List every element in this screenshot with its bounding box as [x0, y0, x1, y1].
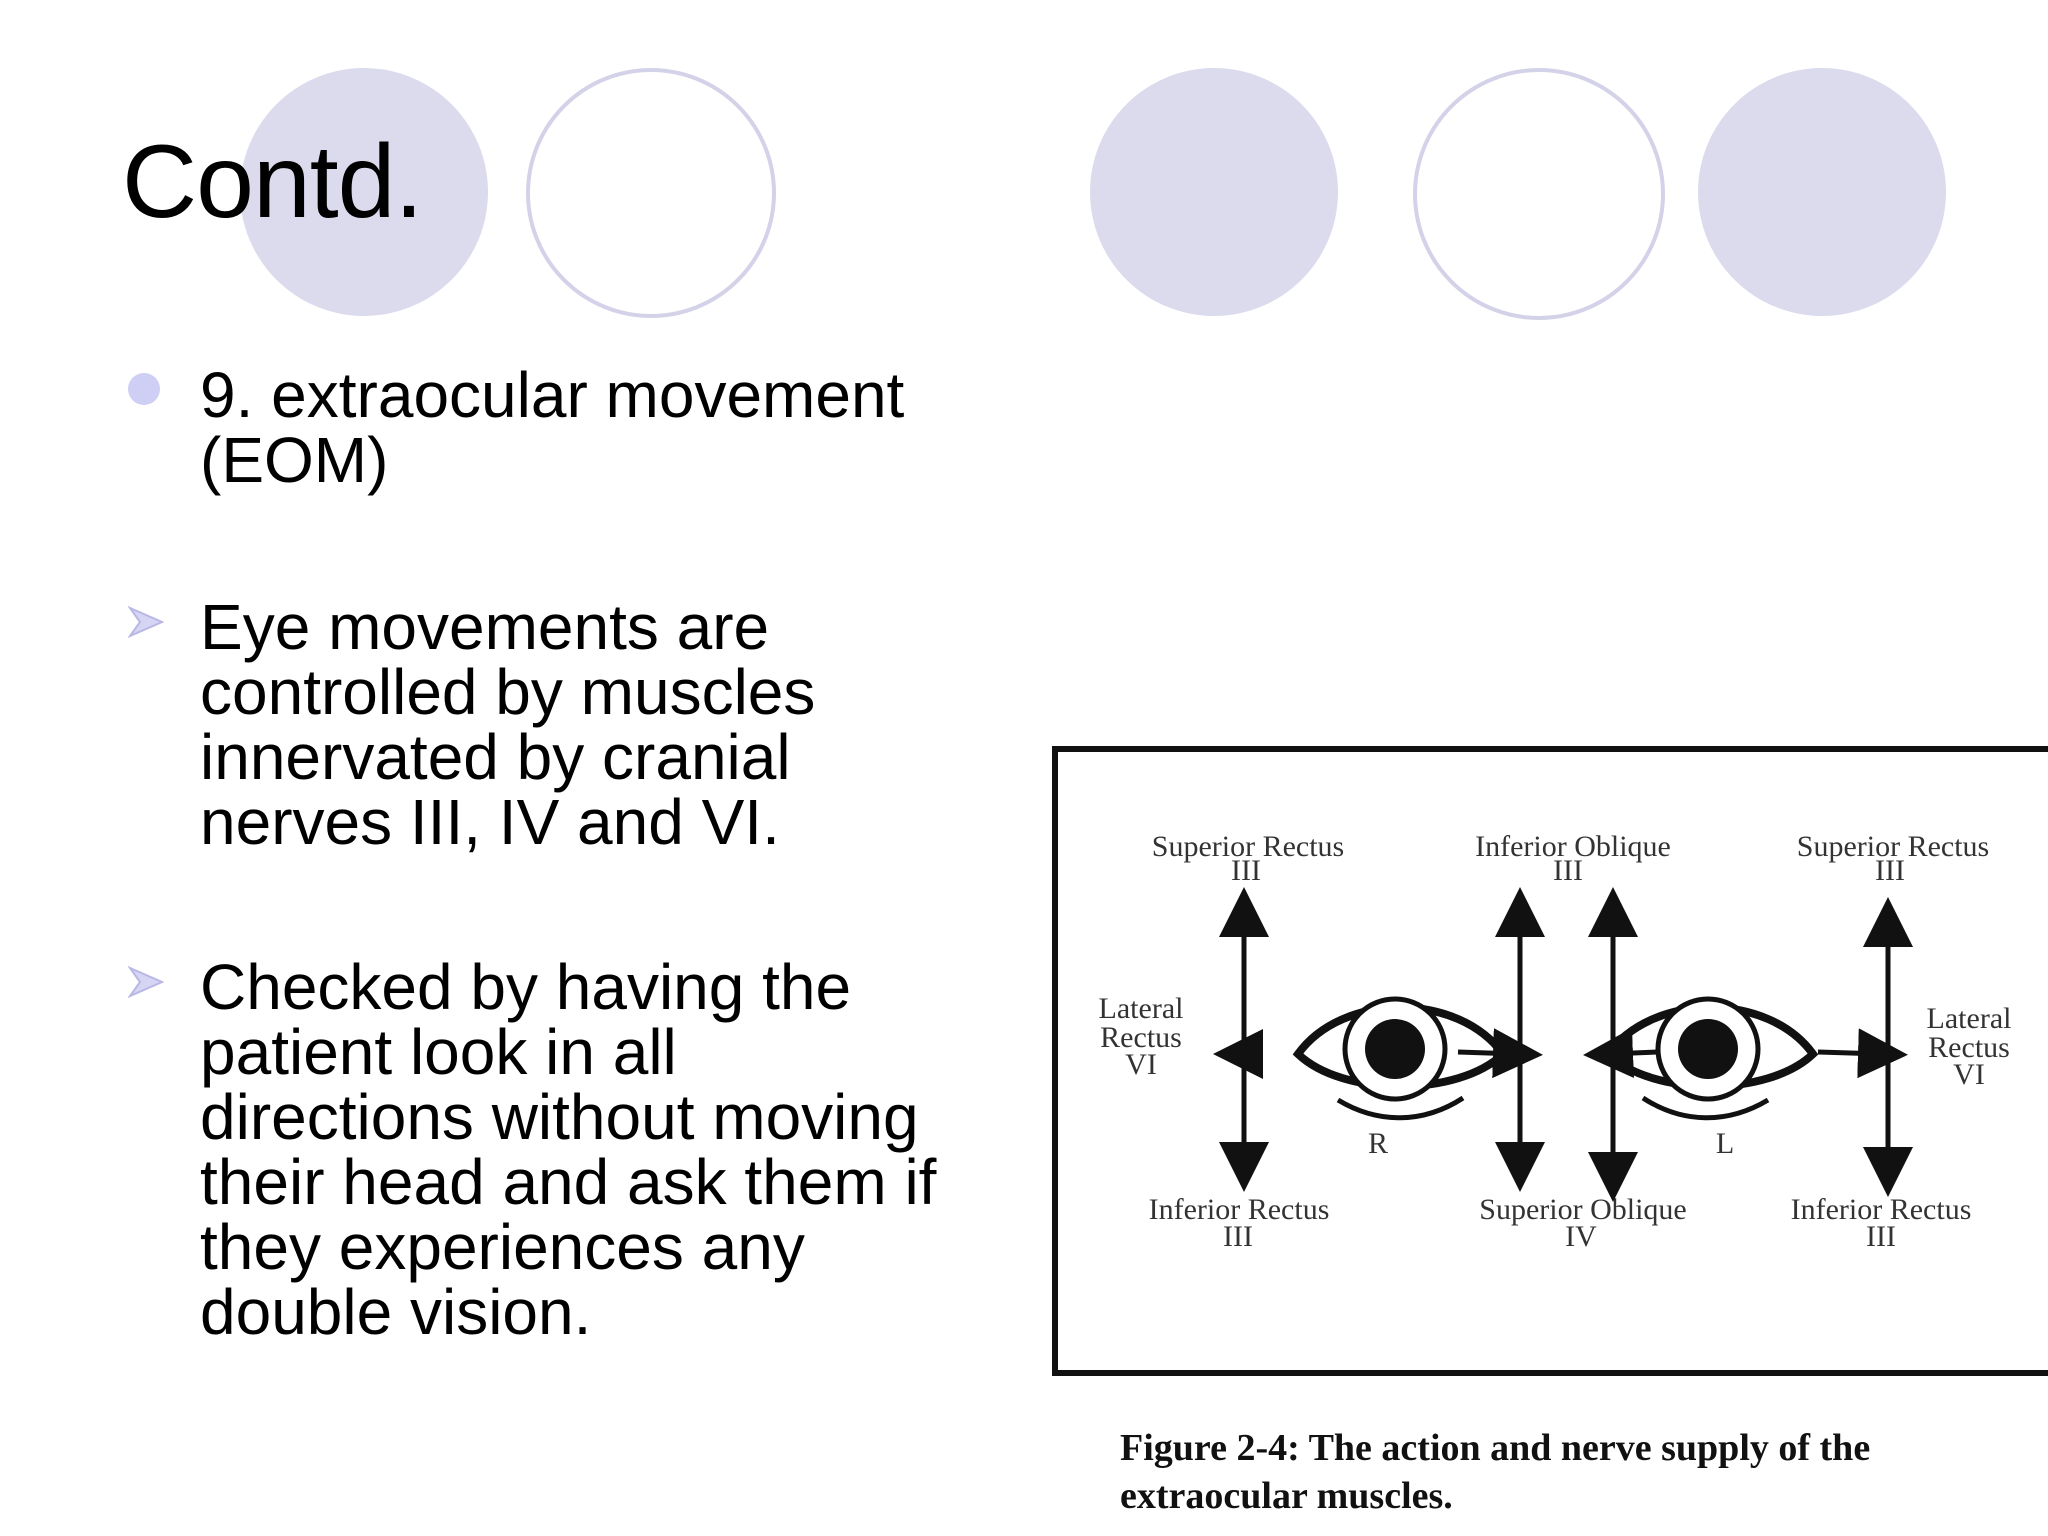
nerve-label: III: [1875, 854, 1905, 887]
label-eye-left: L: [1716, 1127, 1734, 1160]
decor-circle-ring: [1413, 68, 1665, 320]
label-lateral-rectus-right: Rectus: [1928, 1031, 2010, 1064]
arrow-icon: [128, 606, 164, 638]
nerve-label: VI: [1953, 1058, 1985, 1091]
label-lateral-rectus-left: Rectus: [1100, 1021, 1182, 1054]
decor-circle-ring: [526, 68, 776, 318]
arrow-mr-left: [1583, 1028, 1659, 1078]
decor-circle-filled: [1698, 68, 1946, 316]
label-superior-rectus-left: Superior Rectus: [1152, 830, 1344, 863]
eom-figure: Superior Rectus III Inferior Oblique III…: [1052, 746, 2048, 1376]
arrow-lr-right: [1817, 1028, 1908, 1079]
label-superior-rectus-right: Superior Rectus: [1797, 830, 1989, 863]
nerve-label: III: [1231, 854, 1261, 887]
dot-icon: [128, 373, 160, 405]
eye-right-drawing: [1292, 996, 1509, 1121]
arrow-icon: [128, 966, 164, 998]
decor-circle-filled: [1090, 68, 1338, 316]
arrow-group: [1213, 887, 1913, 1202]
nerve-label: III: [1866, 1220, 1896, 1253]
label-inferior-rectus-right: Inferior Rectus: [1791, 1193, 1972, 1226]
bullet-text: Eye movements are controlled by muscles …: [200, 591, 816, 858]
decor-circle-filled: [240, 68, 488, 316]
label-lateral-rectus-left: Lateral: [1099, 992, 1184, 1025]
eom-diagram: Superior Rectus III Inferior Oblique III…: [1099, 830, 2012, 1253]
label-lateral-rectus-right: Lateral: [1927, 1002, 2012, 1035]
label-eye-right: R: [1368, 1127, 1388, 1160]
nerve-label: III: [1223, 1220, 1253, 1253]
slide-title: Contd.: [122, 124, 423, 240]
label-inferior-rectus-left: Inferior Rectus: [1149, 1193, 1330, 1226]
nerve-label: III: [1553, 854, 1583, 887]
bullet-text: Checked by having the patient look in al…: [200, 951, 937, 1348]
figure-caption: Figure 2-4: The action and nerve supply …: [1120, 1427, 1871, 1517]
bullet-text: 9. extraocular movement (EOM): [200, 359, 905, 496]
label-inferior-oblique: Inferior Oblique: [1475, 830, 1671, 863]
eye-left-drawing: [1602, 996, 1819, 1121]
nerve-label: IV: [1565, 1220, 1597, 1253]
arrow-mr-right: [1457, 1028, 1543, 1079]
nerve-label: VI: [1125, 1048, 1157, 1081]
label-superior-oblique: Superior Oblique: [1479, 1193, 1686, 1226]
